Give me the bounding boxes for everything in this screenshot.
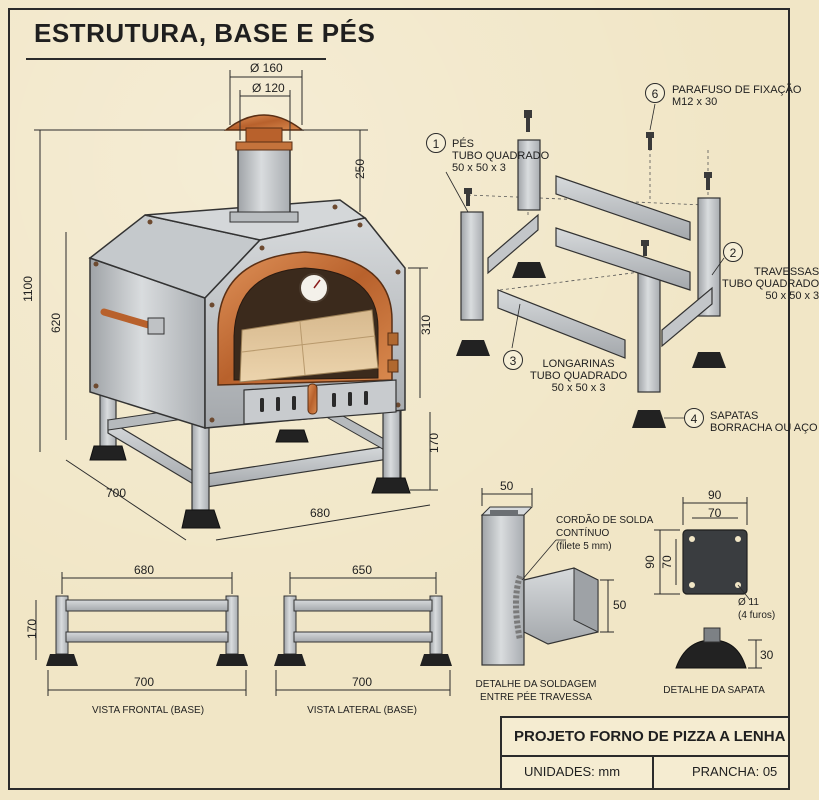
weld-dim-side: 50 <box>613 598 627 612</box>
weld-detail <box>480 488 614 666</box>
exploded-leg-2 <box>517 139 541 211</box>
exploded-cross-right <box>661 286 713 348</box>
vent-plate <box>243 379 397 425</box>
foot-dim-outer: 90 <box>708 488 722 502</box>
front-view-caption: VISTA FRONTAL (BASE) <box>91 705 205 716</box>
title-block-divider-vertical <box>652 755 654 790</box>
side-base-view <box>274 572 452 696</box>
front-bottom-dim: 700 <box>134 675 155 689</box>
units-cell: UNIDADES: mm <box>524 764 620 779</box>
exploded-leg-1 <box>460 211 484 321</box>
rivets <box>93 204 401 423</box>
side-handle-bracket <box>147 317 165 335</box>
dim-stand-height: 170 <box>427 432 441 454</box>
chimney-collar <box>229 211 299 223</box>
oven-illustration <box>34 70 438 541</box>
exploded-beam-low <box>497 289 626 359</box>
exploded-beam-top <box>555 175 691 241</box>
side-handle <box>100 308 156 330</box>
front-height-dim: 170 <box>25 618 39 640</box>
sheet-label: PRANCHA: <box>692 764 760 779</box>
oven-dimension-lines <box>34 70 438 541</box>
sheet-value: 05 <box>762 764 778 779</box>
dim-chimney-inner: Ø 120 <box>252 81 285 95</box>
side-top-dim: 650 <box>352 563 373 577</box>
exploded-leg-3 <box>697 197 721 317</box>
dim-total-height: 1100 <box>21 276 35 302</box>
sheet-cell: PRANCHA: 05 <box>692 764 777 779</box>
dim-chimney-outer: Ø 160 <box>250 61 283 75</box>
foot-back-right <box>275 429 309 443</box>
callout-2: 2 <box>723 242 743 262</box>
units-value: mm <box>598 764 621 779</box>
weld-dim-top: 50 <box>500 479 514 493</box>
side-bottom-dim: 700 <box>352 675 373 689</box>
dim-width: 680 <box>310 506 331 520</box>
exploded-cross-left <box>487 213 539 275</box>
front-top-dim: 680 <box>134 563 155 577</box>
page-title: ESTRUTURA, BASE E PÉS <box>34 18 376 48</box>
exploded-foot-3 <box>692 352 726 368</box>
exploded-foot-2 <box>512 262 546 278</box>
door-hinge-bottom <box>387 359 399 373</box>
foot-dim-outer-v: 90 <box>643 555 657 569</box>
foot-back-left <box>89 445 127 461</box>
callout-1: 1 <box>426 133 446 153</box>
dim-depth: 700 <box>106 486 127 500</box>
dim-chimney-height: 250 <box>353 158 367 180</box>
callout-3: 3 <box>503 350 523 370</box>
exploded-foot-4 <box>632 410 666 428</box>
exploded-view <box>445 103 726 428</box>
title-block: PROJETO FORNO DE PIZZA A LENHA UNIDADES:… <box>500 716 790 790</box>
dim-door-height: 310 <box>419 314 433 336</box>
title-underline <box>26 58 326 60</box>
sheet-border <box>8 8 790 790</box>
foot-hole-note: Ø 11(4 furos) <box>738 597 776 621</box>
foot-front-right <box>371 477 411 494</box>
front-base-view <box>35 572 248 696</box>
foot-detail <box>654 497 762 669</box>
dim-body-height: 620 <box>49 312 63 334</box>
callout-6: 6 <box>645 83 665 103</box>
callout-4: 4 <box>684 408 704 428</box>
foot-dim-inner-v: 70 <box>660 555 674 569</box>
foot-caption: DETALHE DA SAPATA <box>663 685 765 696</box>
exploded-foot-1 <box>456 340 490 356</box>
oven-brick-floor <box>239 309 379 383</box>
bolt-icons <box>464 110 712 256</box>
vent-handle <box>307 383 318 415</box>
foot-dim-height: 30 <box>760 648 774 662</box>
vent-slots <box>260 391 368 412</box>
side-view-caption: VISTA LATERAL (BASE) <box>307 705 417 716</box>
chimney-cap <box>223 114 305 131</box>
foot-front-left <box>181 509 221 529</box>
callout-leaders <box>445 103 725 419</box>
units-label: UNIDADES: <box>524 764 595 779</box>
chimney-pipe <box>237 147 291 221</box>
exploded-beam-mid <box>555 227 691 291</box>
foot-dim-inner: 70 <box>708 506 722 520</box>
drawing-svg <box>34 70 762 696</box>
title-block-divider <box>502 755 788 757</box>
project-title: PROJETO FORNO DE PIZZA A LENHA <box>514 728 786 745</box>
door-hinge-top <box>387 332 399 346</box>
